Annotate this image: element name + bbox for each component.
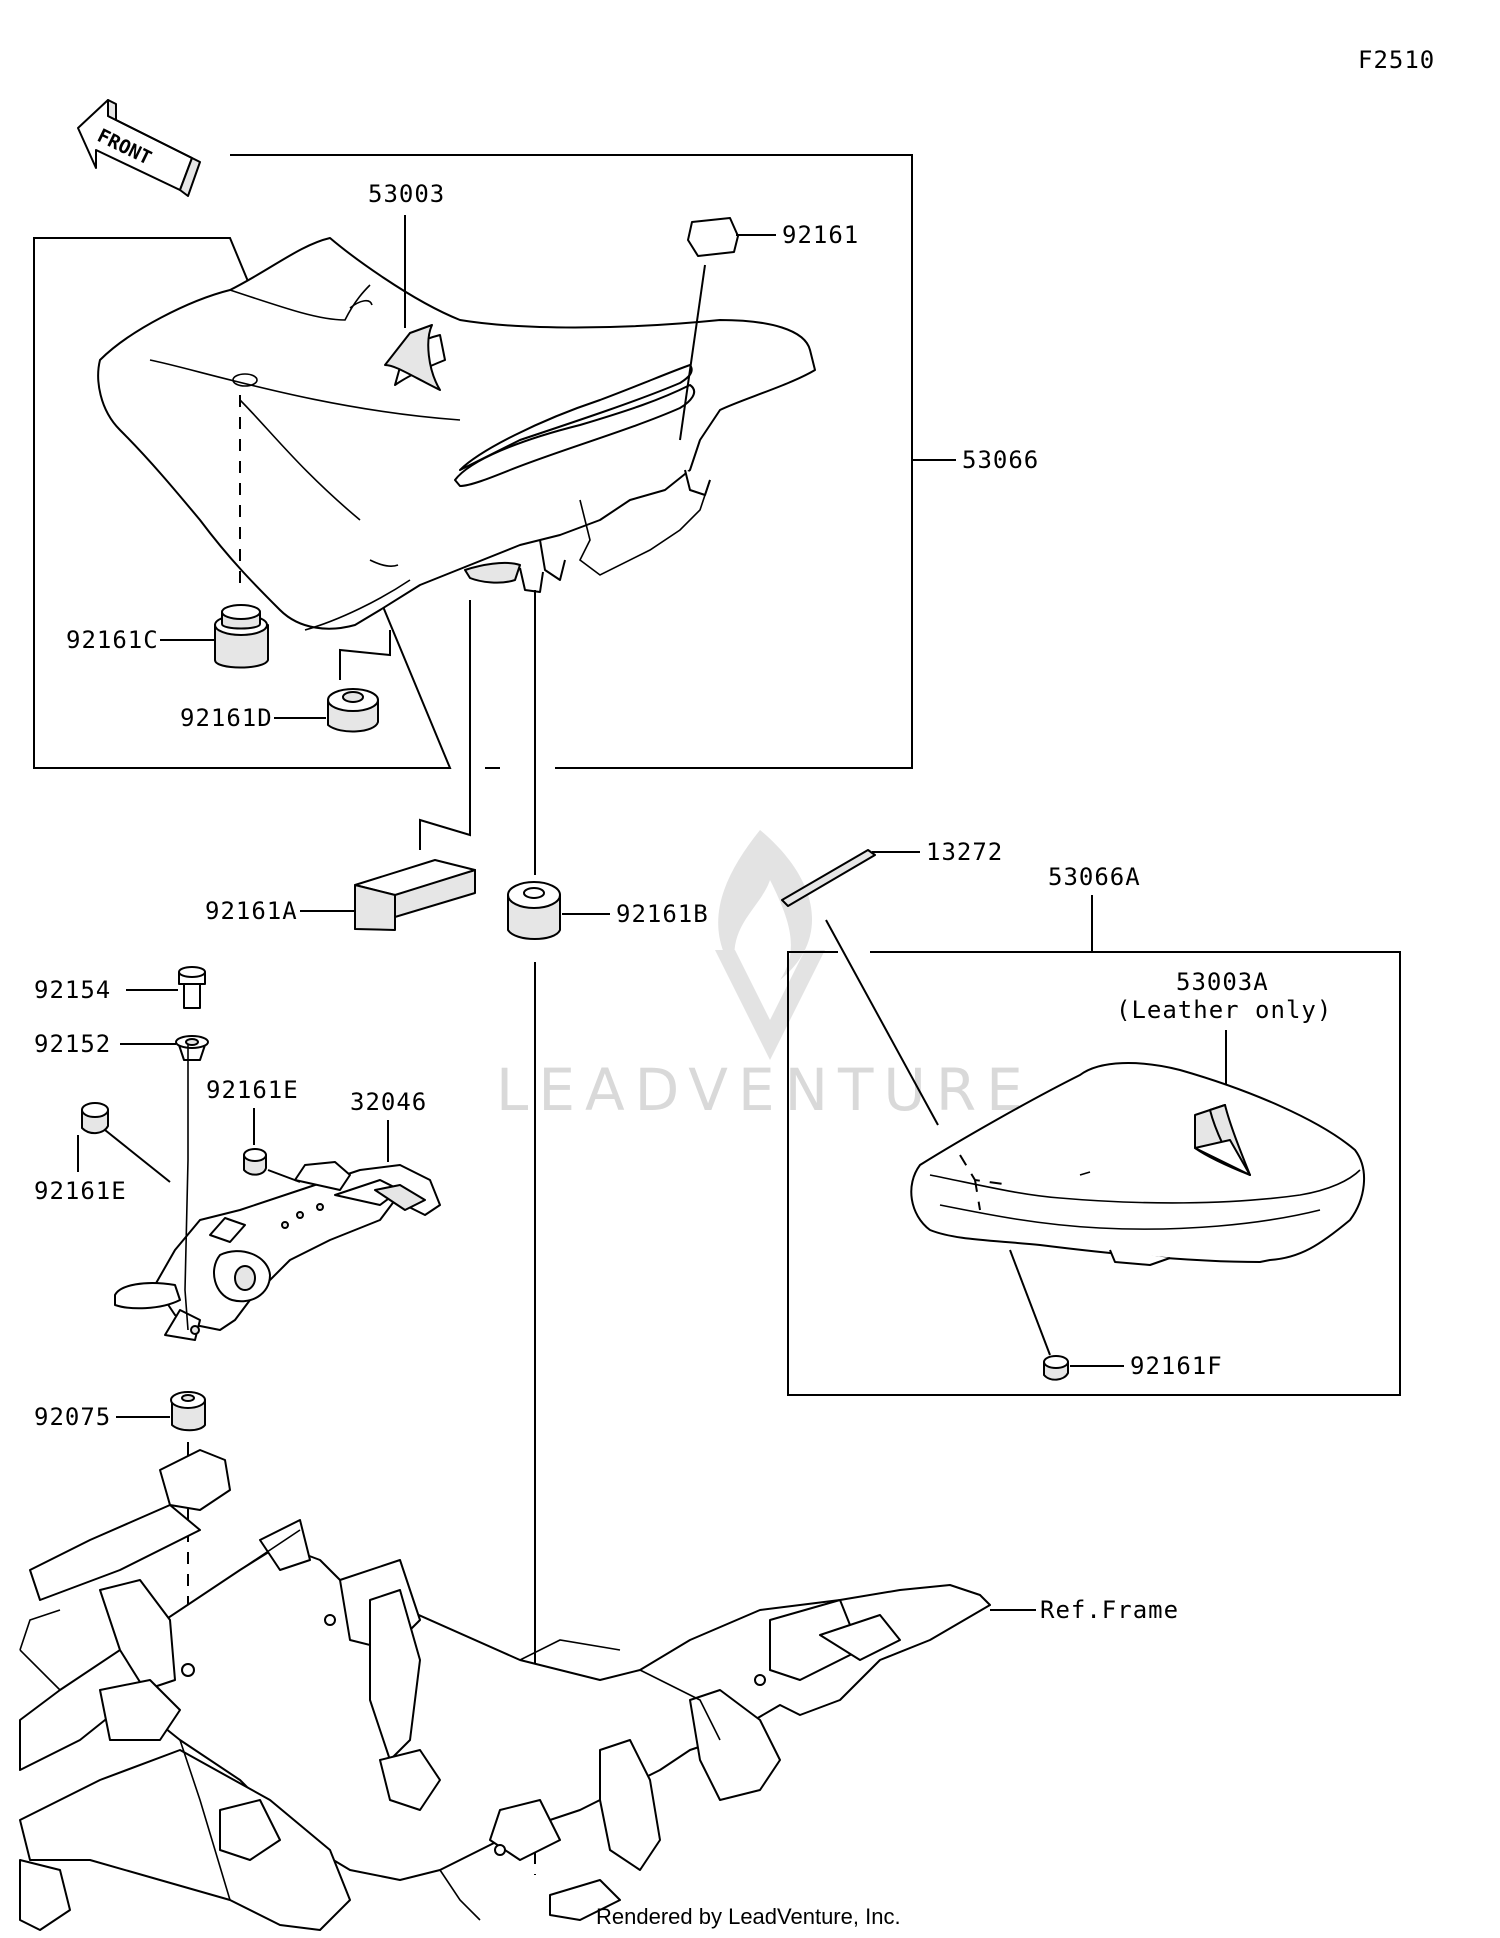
label-92152: 92152 <box>34 1030 111 1058</box>
label-92154: 92154 <box>34 976 111 1004</box>
rubber-damper-92161B <box>507 881 561 940</box>
leader-92161A-up <box>419 600 471 850</box>
rear-seat <box>910 1062 1366 1266</box>
label-53003A-note: (Leather only) <box>1116 996 1332 1024</box>
label-13272: 13272 <box>926 838 1003 866</box>
label-92161B: 92161B <box>616 900 709 928</box>
main-seat <box>97 237 816 631</box>
seat-bracket-32046 <box>114 1045 441 1341</box>
rubber-damper-92161D <box>327 688 379 733</box>
label-92161F: 92161F <box>1130 1352 1223 1380</box>
label-ref-frame: Ref.Frame <box>1040 1596 1179 1624</box>
footer-credit: Rendered by LeadVenture, Inc. <box>596 1904 901 1929</box>
label-92161: 92161 <box>782 221 859 249</box>
label-53003: 53003 <box>368 180 445 208</box>
v-logo-icon <box>715 950 825 1060</box>
front-arrow-icon: FRONT <box>77 99 201 197</box>
watermark: LEADVENTURE <box>496 830 1033 1124</box>
label-53066A: 53066A <box>1048 863 1141 891</box>
grommet-92161F <box>1043 1355 1069 1381</box>
label-32046: 32046 <box>350 1088 427 1116</box>
leader-92161F-up <box>1009 1249 1051 1356</box>
rubber-block-92161A <box>354 859 476 931</box>
leader-92161-down <box>679 264 706 441</box>
motorcycle-frame <box>19 1449 991 1931</box>
label-92075: 92075 <box>34 1403 111 1431</box>
collar-92152 <box>175 1035 209 1061</box>
label-53066: 53066 <box>962 446 1039 474</box>
label-92161A: 92161A <box>205 897 298 925</box>
grommet-92161E-top <box>243 1148 267 1176</box>
strip-13272 <box>781 849 876 907</box>
assembly-box-53066A <box>787 951 1401 1396</box>
label-sticker-53003 <box>384 324 441 391</box>
flame-logo-icon <box>718 830 813 980</box>
rubber-damper-92075 <box>170 1391 206 1432</box>
label-92161D: 92161D <box>180 704 273 732</box>
bolt-92154 <box>178 966 206 1009</box>
grommet-92161E-left <box>81 1102 109 1134</box>
leader-13272-down <box>825 919 939 1126</box>
watermark-text: LEADVENTURE <box>496 1056 1033 1124</box>
figure-code: F2510 <box>1358 46 1435 74</box>
leader-92161E-left-to-bracket <box>104 1129 171 1183</box>
rubber-damper-92161 <box>687 217 739 257</box>
label-92161C: 92161C <box>66 626 159 654</box>
label-53003A: 53003A <box>1176 968 1269 996</box>
leader-92161D-up <box>339 630 391 680</box>
label-92161E-top: 92161E <box>206 1076 299 1104</box>
rubber-damper-92161C <box>214 604 269 669</box>
label-92161E-left: 92161E <box>34 1177 127 1205</box>
